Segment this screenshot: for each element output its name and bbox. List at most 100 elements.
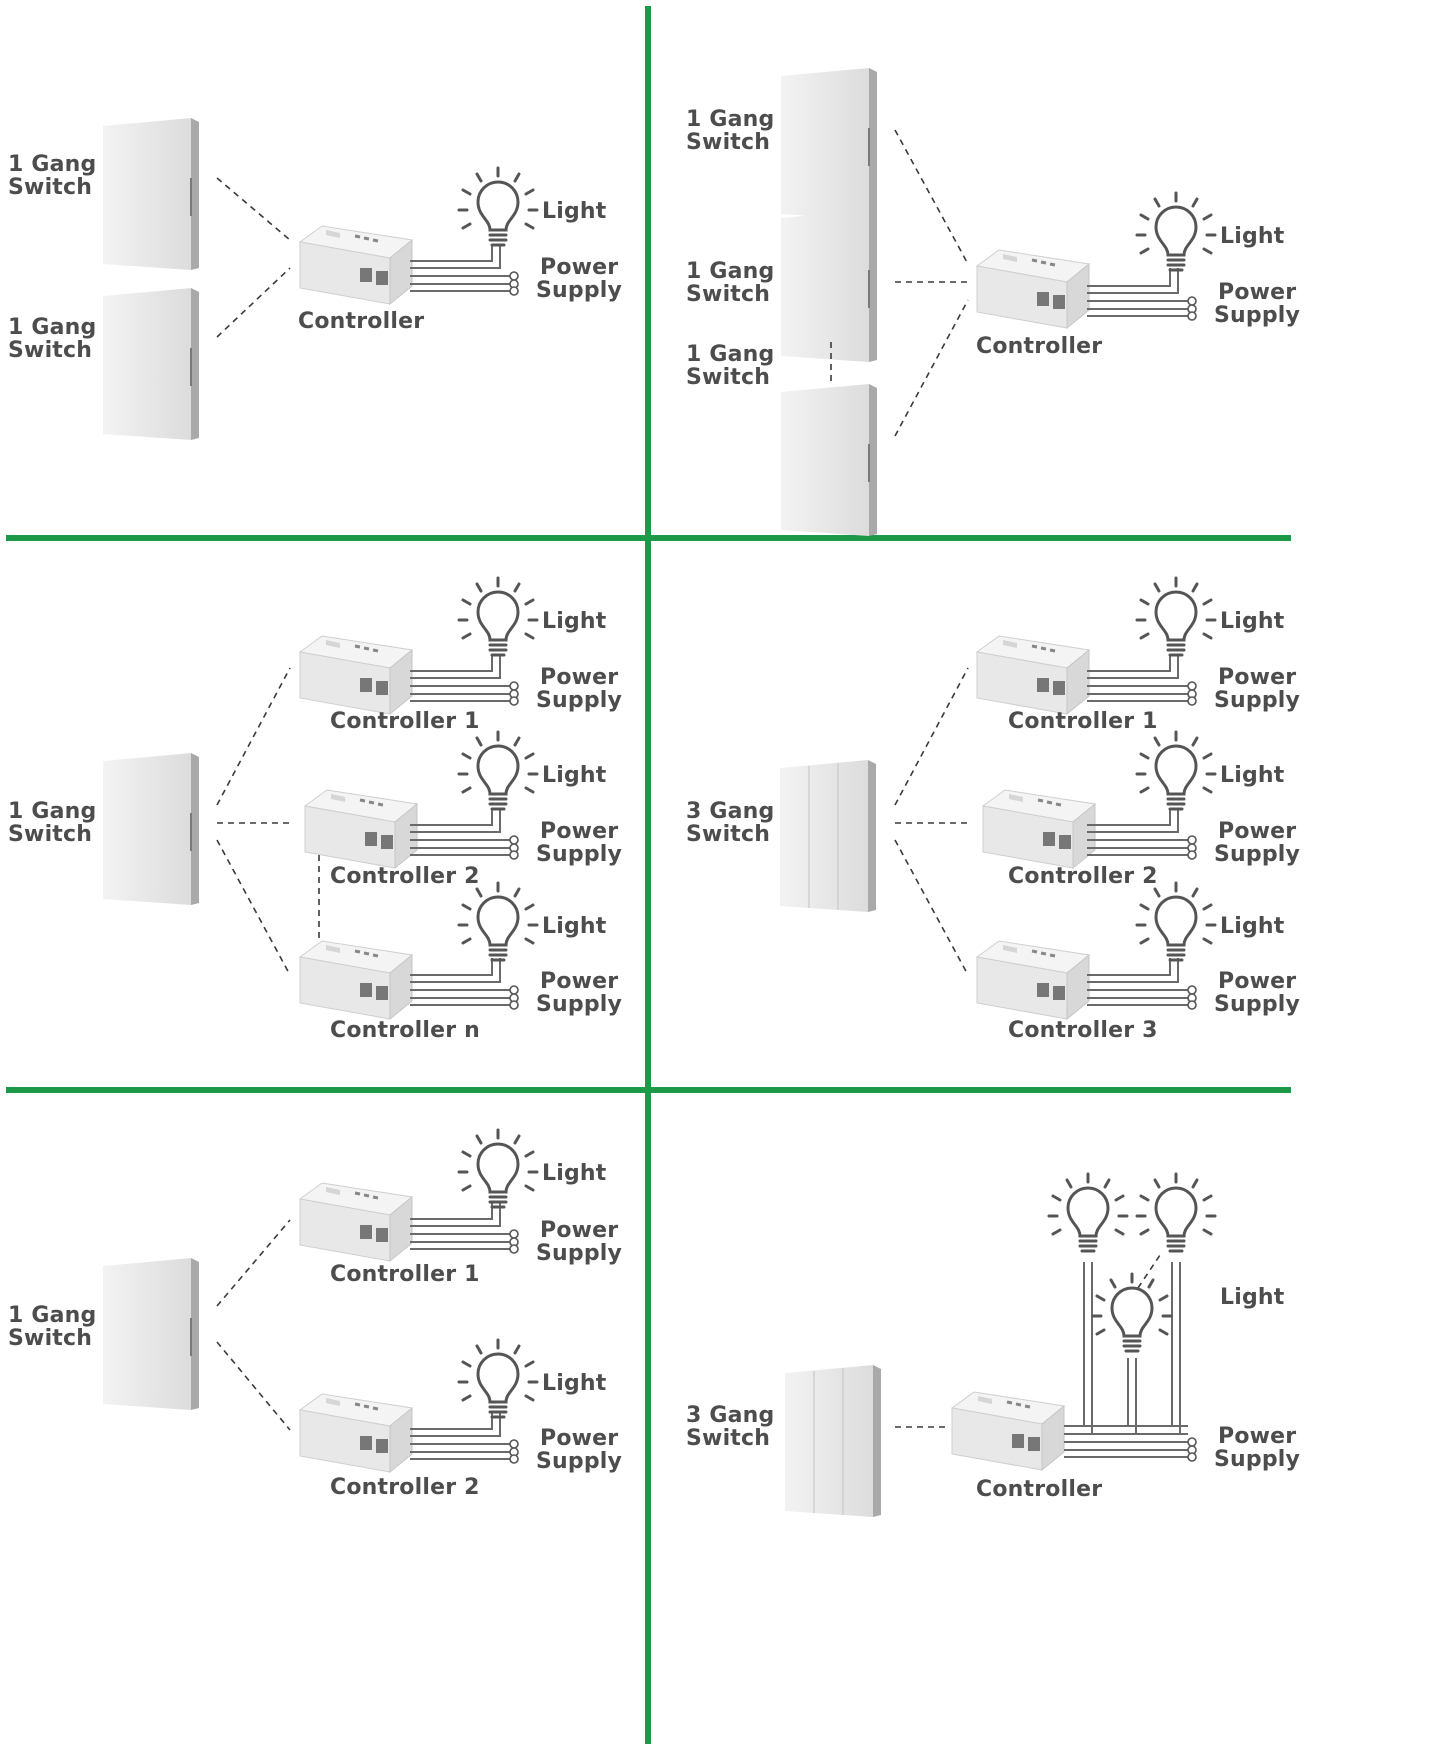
light-bulb-icon [1135,730,1217,811]
switch-label-line2: Switch [8,338,92,363]
switch-label-line2: Switch [686,365,770,390]
terminal-circle-icon [509,1000,519,1010]
wall-switch-3-gang-icon [784,1364,882,1518]
switch-label-line1: 1 Gang [8,315,96,340]
light-bulb-icon [1135,881,1217,962]
switch-label-line1: 1 Gang [8,152,96,177]
power-label-line2: Supply [1214,303,1300,328]
terminal-circle-icon [1187,696,1197,706]
terminal-circle-icon [1187,681,1197,691]
terminal-circle-icon [509,1439,519,1449]
terminal-circle-icon [1187,835,1197,845]
power-label-line1: Power [540,1218,618,1243]
controller-label: Controller [976,334,1102,359]
terminal-circle-icon [509,1244,519,1254]
controller-label: Controller 3 [1008,1018,1158,1043]
terminal-circle-icon [509,835,519,845]
switch-label-line1: 1 Gang [686,259,774,284]
switch-label-line1: 1 Gang [8,799,96,824]
light-bulb-icon [1135,191,1217,272]
wall-switch-1-gang-icon [102,287,200,441]
light-bulb-icon [1091,1272,1173,1353]
power-label-line1: Power [1218,819,1296,844]
power-label-line2: Supply [1214,842,1300,867]
terminal-circle-icon [1187,1437,1197,1447]
power-label-line2: Supply [1214,992,1300,1017]
panel-middle-right: 3 Gang Switch Controller 1 Light Power S… [686,576,1300,1043]
power-label-line1: Power [1218,969,1296,994]
power-label-line2: Supply [1214,688,1300,713]
controller-box-icon [298,939,414,1021]
power-label-line1: Power [540,255,618,280]
wireless-link [216,667,291,806]
wiring [410,1202,510,1250]
power-label-line1: Power [540,665,618,690]
controller-box-icon [981,788,1097,870]
light-label: Light [542,199,607,224]
panel-middle-left: 1 Gang Switch Controller 1 Light Power S… [8,576,622,1043]
light-bulb-icon [457,881,539,962]
controller-box-icon [975,634,1091,716]
terminal-circle-icon [509,271,519,281]
power-label-line2: Supply [536,1241,622,1266]
wiring [410,1412,510,1460]
panel-top-left: 1 Gang Switch 1 Gang Switch Controller L… [8,117,622,441]
light-bulb-icon [1047,1172,1129,1253]
light-bulb-icon [1135,576,1217,657]
wiring [1064,1425,1188,1458]
terminal-circle-icon [1187,985,1197,995]
controller-box-icon [298,1181,414,1263]
wiring [1087,268,1188,317]
wall-switch-1-gang-icon [102,117,200,271]
power-label-line2: Supply [536,688,622,713]
power-label-line1: Power [540,969,618,994]
wireless-link [216,177,291,241]
terminal-circle-icon [1187,311,1197,321]
terminal-circle-icon [509,1229,519,1239]
terminal-circle-icon [1187,1452,1197,1462]
wall-switch-1-gang-icon [780,209,878,363]
switch-label-line2: Switch [8,822,92,847]
controller-label: Controller 2 [330,1475,480,1500]
light-label: Light [1220,914,1285,939]
light-label: Light [542,609,607,634]
controller-label: Controller [298,309,424,334]
light-bulb-icon [457,576,539,657]
wireless-link [216,1341,291,1431]
wall-switch-1-gang-icon [780,383,878,537]
wiring [410,958,510,1006]
light-bulb-icon [457,166,539,247]
controller-label: Controller 1 [330,709,480,734]
terminal-circle-icon [1187,296,1197,306]
wireless-link [894,299,969,437]
switch-label-line2: Switch [686,130,770,155]
power-label-line2: Supply [536,992,622,1017]
light-label: Light [1220,763,1285,788]
switch-label-line2: Switch [8,175,92,200]
light-label: Light [542,914,607,939]
switch-label-line2: Switch [686,1426,770,1451]
power-label-line1: Power [1218,665,1296,690]
controller-box-icon [298,224,414,306]
controller-label: Controller 1 [1008,709,1158,734]
terminal-circle-icon [509,850,519,860]
switch-label-line1: 3 Gang [686,799,774,824]
wall-switch-1-gang-icon [102,752,200,906]
controller-box-icon [975,248,1091,330]
wireless-link [216,267,291,338]
switch-label-line1: 1 Gang [686,107,774,132]
power-label-line2: Supply [1214,1447,1300,1472]
vertical-divider [645,6,651,1744]
wiring [1087,808,1188,856]
light-label: Light [1220,224,1285,249]
controller-label: Controller 2 [1008,864,1158,889]
controller-box-icon [298,1392,414,1474]
switch-label-line1: 1 Gang [686,342,774,367]
power-label-line2: Supply [536,278,622,303]
controller-box-icon [975,939,1091,1021]
wiring [410,654,510,702]
power-label-line1: Power [1218,280,1296,305]
terminal-circle-icon [509,985,519,995]
controller-label: Controller n [330,1018,480,1043]
